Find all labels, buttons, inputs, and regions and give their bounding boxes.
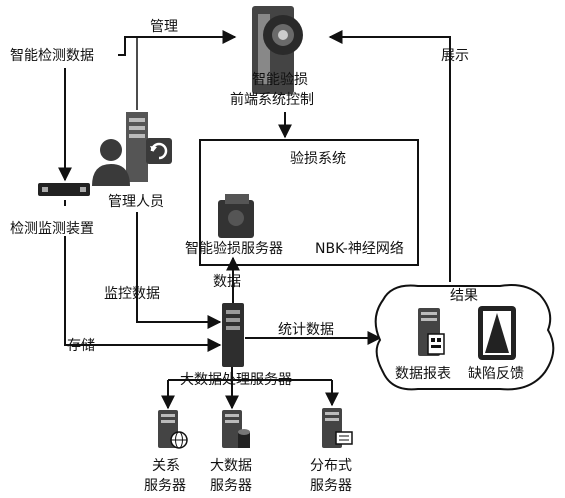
edge-admin-to-bigdata [136, 212, 222, 329]
relational-server-label-1: 关系 [152, 458, 180, 474]
smart-server-label: 智能验损服务器 [185, 241, 283, 257]
inspection-system-box [199, 139, 419, 266]
manage-label: 管理 [150, 19, 178, 35]
bigdata-server-label-1: 大数据 [210, 458, 252, 474]
nbk-network-label: NBK-神经网络 [315, 241, 404, 257]
edge-result-to-frontend [328, 30, 451, 282]
big-data-server-icon [222, 303, 244, 367]
frontend-title-line1: 智能验损 [252, 72, 308, 88]
inspection-system-title: 验损系统 [290, 151, 346, 167]
detect-device-label: 检测监测装置 [10, 221, 94, 237]
refresh-icon [146, 138, 172, 164]
defect-feedback-label: 缺陷反馈 [468, 366, 524, 382]
stats-data-label: 统计数据 [278, 322, 334, 338]
edge-device-to-bigdata [64, 236, 222, 352]
report-icon [418, 308, 445, 356]
edge-data-to-frontend [118, 30, 237, 56]
edges [58, 30, 451, 410]
database-cylinder-icon [222, 410, 250, 448]
camera-device-icon [252, 6, 303, 94]
frontend-title-line2: 前端系统控制 [230, 91, 314, 108]
distributed-server-icon [322, 408, 353, 448]
smart-detection-data-label: 智能检测数据 [10, 48, 94, 64]
relational-server-label-2: 服务器 [144, 478, 186, 494]
distributed-server-label-2: 服务器 [310, 478, 352, 494]
data-report-label: 数据报表 [395, 366, 451, 382]
edge-bigdata-to-servers [168, 366, 332, 381]
monitor-data-label: 监控数据 [104, 286, 160, 302]
data-label: 数据 [213, 274, 241, 290]
rack-device-icon [38, 183, 90, 206]
ai-server-icon [218, 194, 254, 238]
show-label: 展示 [441, 48, 469, 64]
bigdata-server-label-2: 服务器 [210, 478, 252, 494]
defect-feedback-icon [478, 306, 516, 360]
result-title: 结果 [450, 288, 478, 304]
big-data-server-label: 大数据处理服务器 [180, 372, 292, 388]
admin-label: 管理人员 [108, 194, 164, 210]
admin-user-icon [92, 112, 148, 186]
database-globe-icon [158, 410, 188, 449]
distributed-server-label-1: 分布式 [310, 458, 352, 474]
storage-label: 存储 [67, 338, 95, 354]
